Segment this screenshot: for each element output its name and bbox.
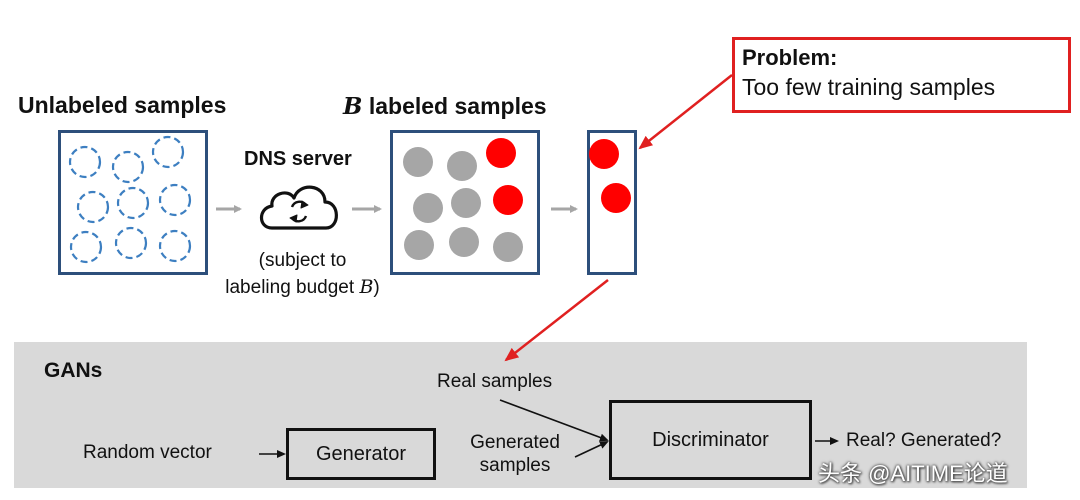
- labeled-sample-gray: [413, 193, 443, 223]
- labeled-sample-red: [493, 185, 523, 215]
- labeled-sample-gray: [449, 227, 479, 257]
- unlabeled-sample: [158, 183, 192, 217]
- problem-title: Problem:: [742, 45, 838, 70]
- unlabeled-sample: [114, 226, 148, 260]
- unlabeled-sample: [68, 145, 102, 179]
- unlabeled-samples-title: Unlabeled samples: [18, 92, 227, 118]
- discriminator-label: Discriminator: [652, 428, 769, 451]
- budget-variable: B: [343, 93, 363, 120]
- unlabeled-sample: [116, 186, 150, 220]
- generated-arrow: [574, 441, 609, 458]
- problem-callout: Problem: Too few training samples: [732, 37, 1071, 113]
- to-gans-arrow: [504, 279, 609, 362]
- watermark: 头条 @AITIME论道: [818, 461, 1008, 486]
- dns-server-title: DNS server: [244, 148, 352, 170]
- labeled-samples-title-text: labeled samples: [362, 93, 547, 119]
- labeled-sample-gray: [404, 230, 434, 260]
- unlabeled-sample: [158, 229, 192, 263]
- cloud-sync-icon: [259, 185, 338, 230]
- dns-note-line2: labeling budget B): [225, 276, 380, 298]
- labeled-sample-gray: [403, 147, 433, 177]
- gans-title: GANs: [44, 359, 103, 382]
- generator-box: Generator: [286, 428, 436, 480]
- problem-text: Too few training samples: [742, 74, 996, 100]
- random-vector-label: Random vector: [83, 442, 212, 463]
- selected-sample-red: [601, 183, 631, 213]
- dns-note-line1: (subject to: [258, 250, 347, 271]
- labeled-sample-gray: [493, 232, 523, 262]
- gans-section: [14, 342, 1027, 488]
- generated-samples-label: Generated samples: [470, 432, 560, 476]
- unlabeled-sample: [111, 150, 145, 184]
- selected-sample-red: [589, 139, 619, 169]
- labeled-sample-gray: [451, 188, 481, 218]
- dns-note: (subject to labeling budget B): [205, 248, 400, 301]
- problem-arrow: [638, 74, 733, 150]
- unlabeled-sample: [76, 190, 110, 224]
- labeled-sample-red: [486, 138, 516, 168]
- discriminator-box: Discriminator: [609, 400, 812, 480]
- generator-label: Generator: [315, 442, 407, 465]
- output-label: Real? Generated?: [846, 430, 1002, 451]
- labeled-sample-gray: [447, 151, 477, 181]
- real-samples-label: Real samples: [437, 371, 553, 392]
- unlabeled-sample: [69, 230, 103, 264]
- labeled-samples-title: B labeled samples: [343, 93, 547, 120]
- unlabeled-sample: [151, 135, 185, 169]
- real-arrow: [499, 399, 609, 442]
